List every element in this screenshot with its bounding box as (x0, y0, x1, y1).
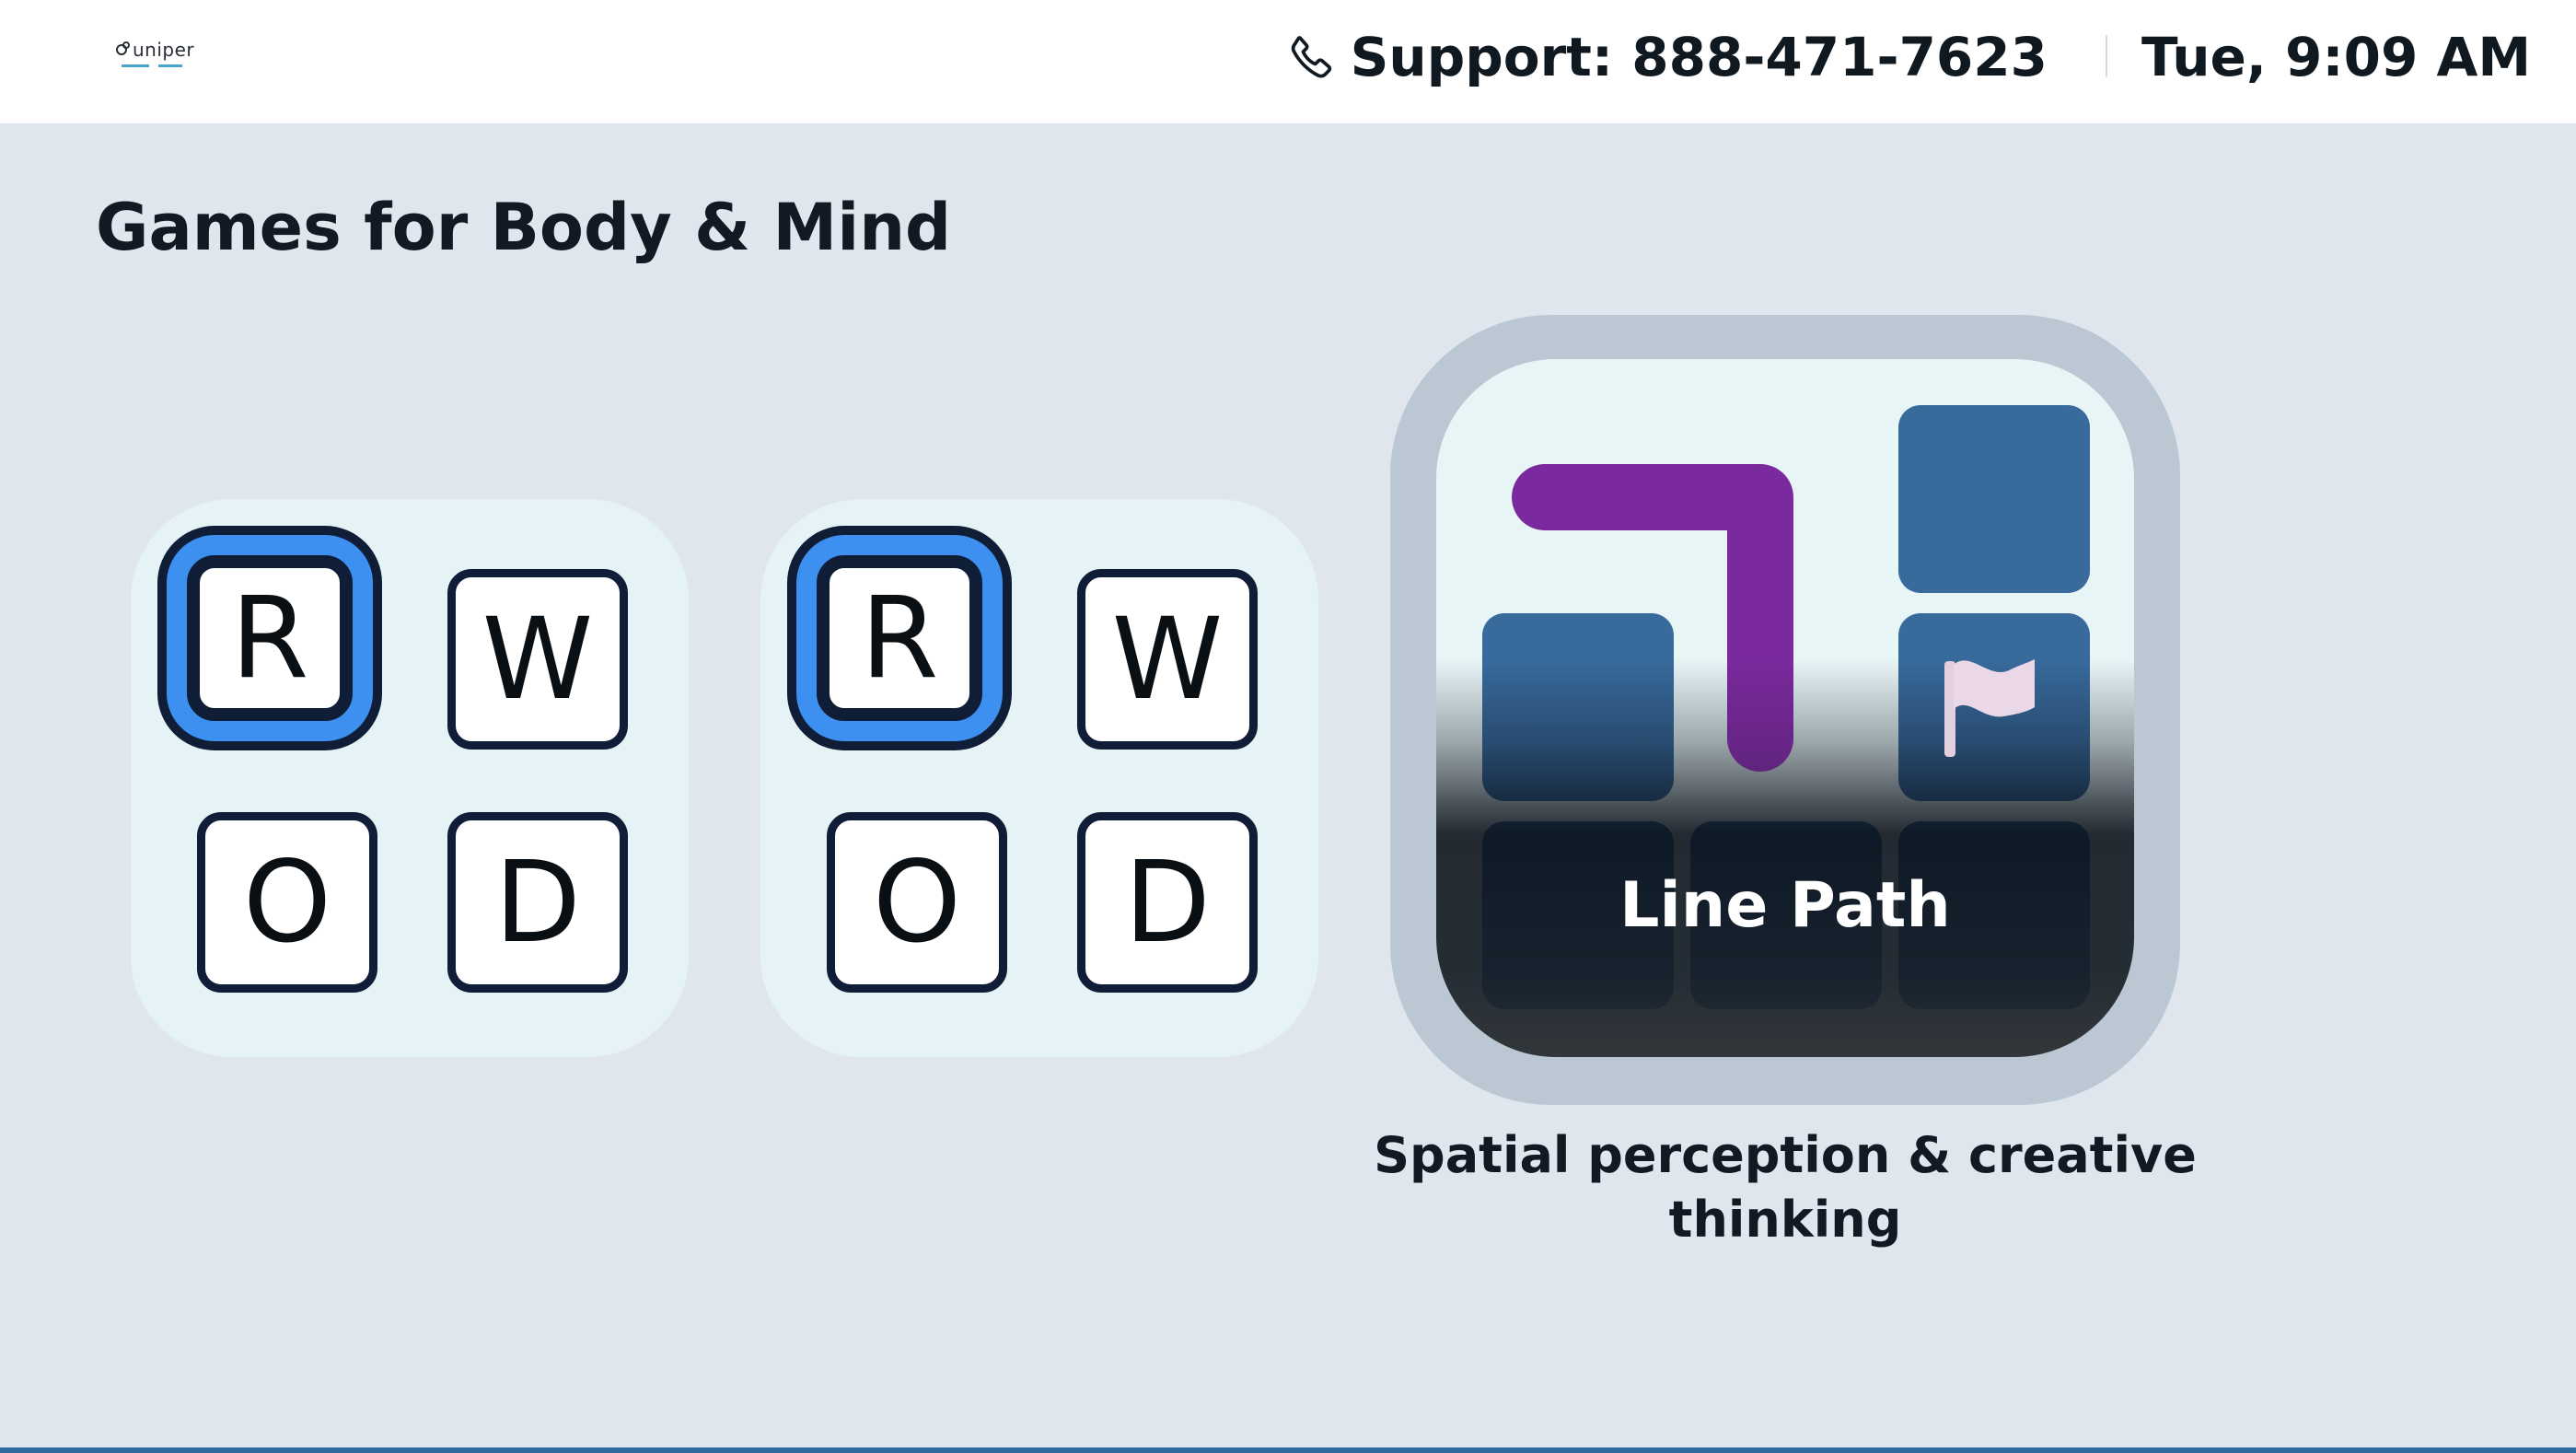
line-path-card[interactable]: Line Path (1390, 315, 2180, 1105)
game-title: Line Path (1619, 869, 1951, 942)
phone-icon (1291, 36, 1331, 78)
line-path-tile[interactable]: Line Path (1436, 359, 2134, 1057)
letter-tile: O (197, 812, 377, 993)
letter-tile: D (447, 812, 628, 993)
letter-tile-selected: R (187, 555, 353, 721)
letter-tile: O (827, 812, 1007, 993)
support-label: Support: 888-471-7623 (1350, 26, 2048, 88)
uniper-logo: uniper (114, 37, 197, 77)
logo-mark-icon (116, 41, 130, 55)
top-bar: uniper Support: 888-471-7623 Tue, 9:09 A… (0, 0, 2576, 123)
line-path-stroke-overlay (1727, 593, 1793, 772)
word-game-card[interactable]: R W O D (760, 499, 1318, 1057)
word-game-card[interactable]: R W O D (131, 499, 689, 1057)
letter-tile: D (1077, 812, 1258, 993)
logo-tagline-graphic (122, 64, 182, 67)
letter-tile: W (447, 569, 628, 750)
letter-tile: W (1077, 569, 1258, 750)
header-divider (2106, 35, 2107, 77)
bottom-rule (0, 1447, 2576, 1453)
page-title: Games for Body & Mind (96, 190, 952, 265)
flag-icon (1944, 659, 2035, 757)
game-description: Spatial perception & creative thinking (1374, 1126, 2197, 1249)
letter-tile-selected: R (817, 555, 982, 721)
support-phone[interactable]: Support: 888-471-7623 (1286, 20, 2048, 94)
date-time: Tue, 9:09 AM (2141, 26, 2532, 88)
logo-wordmark: uniper (133, 39, 195, 61)
